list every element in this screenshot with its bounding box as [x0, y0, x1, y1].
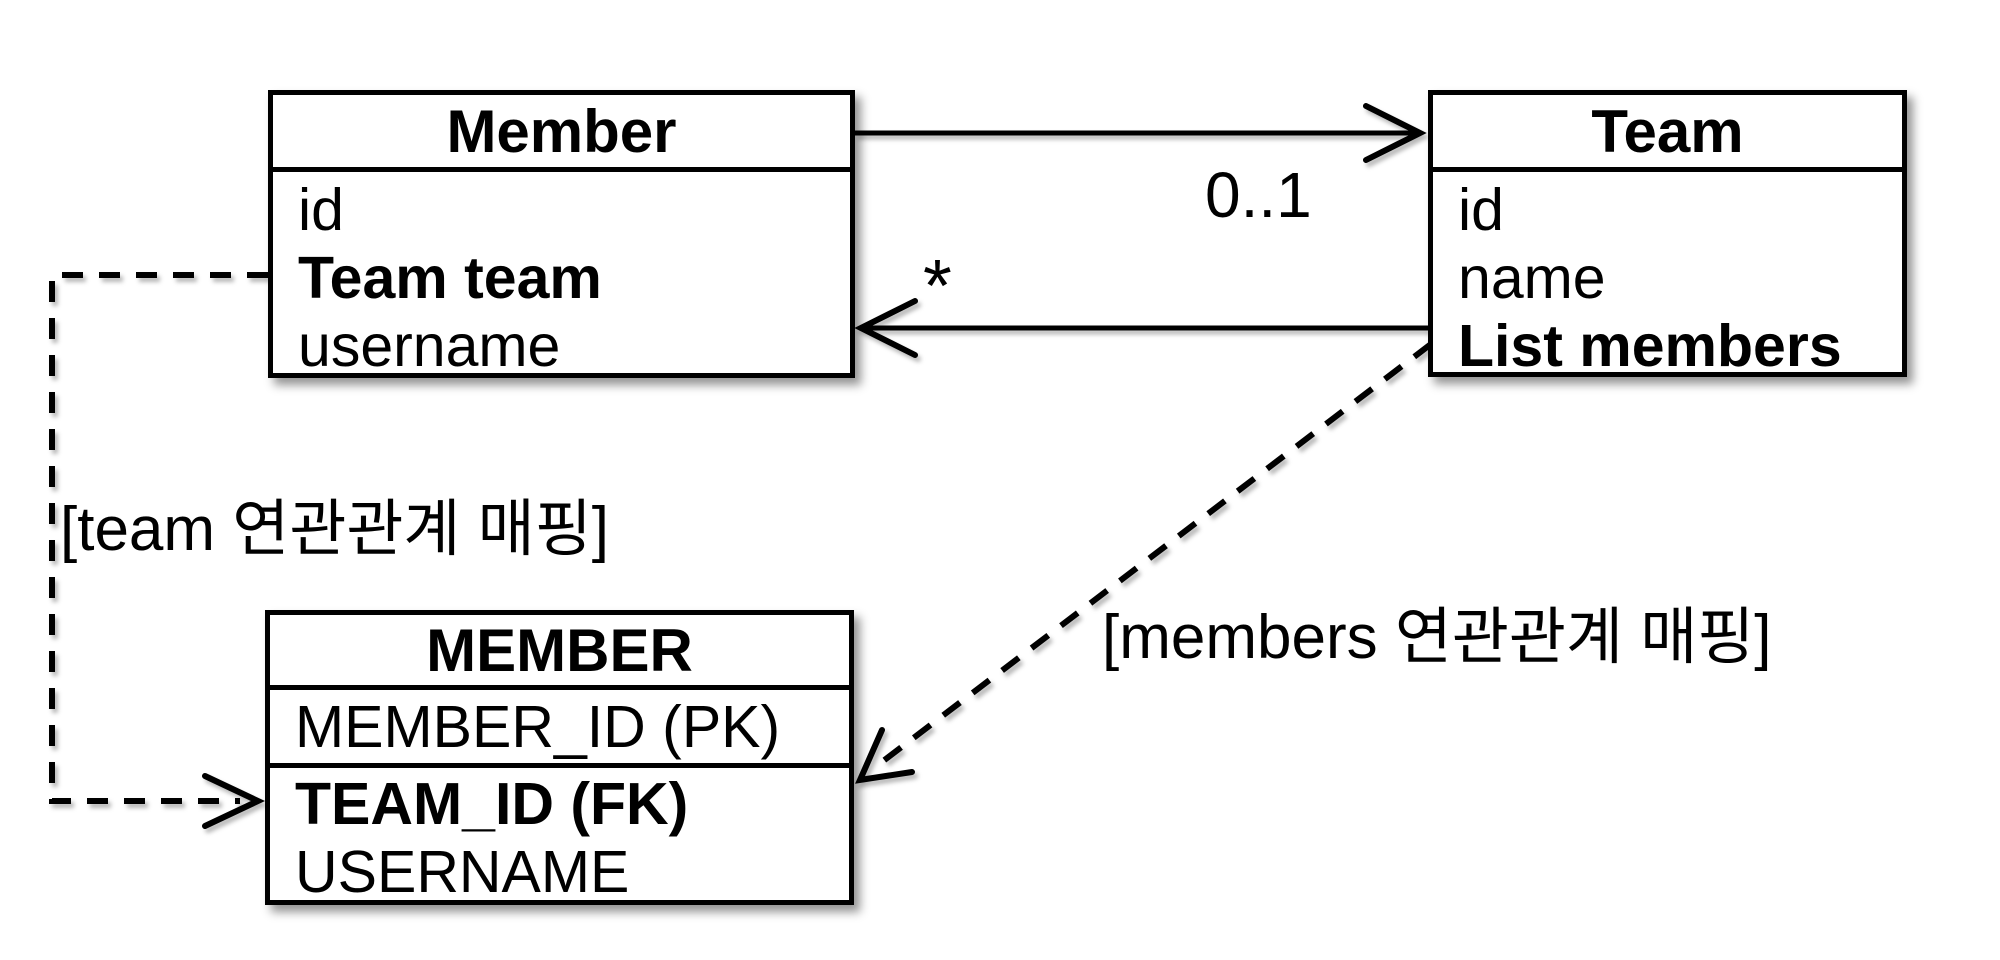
- member-to-team-arrow: [855, 103, 1427, 163]
- team-field-id: id: [1458, 177, 1504, 243]
- members-mapping-label: [members 연관관계 매핑]: [1102, 603, 1772, 672]
- team-class-title: Team: [1433, 95, 1902, 172]
- team-field-name: name: [1458, 245, 1606, 311]
- team-class-fields: id name List members: [1433, 172, 1902, 380]
- member-table-body: TEAM_ID (FK) USERNAME: [270, 768, 849, 906]
- member-field-username: username: [298, 313, 561, 379]
- member-table-column-member-id-pk: MEMBER_ID (PK): [270, 690, 849, 768]
- member-class-box: Member id Team team username: [268, 90, 855, 380]
- members-mapping-dashed-connector: [855, 341, 1433, 784]
- member-table-box: MEMBER MEMBER_ID (PK) TEAM_ID (FK) USERN…: [265, 610, 854, 905]
- team-field-list-members: List members: [1458, 313, 1842, 379]
- multiplicity-to-member-label: *: [923, 244, 952, 327]
- team-mapping-label: [team 연관관계 매핑]: [60, 495, 609, 564]
- member-field-team: Team team: [298, 245, 602, 311]
- multiplicity-to-team-label: 0..1: [1205, 159, 1312, 231]
- member-field-id: id: [298, 177, 344, 243]
- member-table-column-username: USERNAME: [295, 839, 630, 905]
- member-table-column-team-id-fk: TEAM_ID (FK): [295, 771, 689, 837]
- team-class-box: Team id name List members: [1428, 90, 1907, 380]
- member-table-title: MEMBER: [270, 615, 849, 690]
- member-class-fields: id Team team username: [273, 172, 850, 380]
- member-class-title: Member: [273, 95, 850, 172]
